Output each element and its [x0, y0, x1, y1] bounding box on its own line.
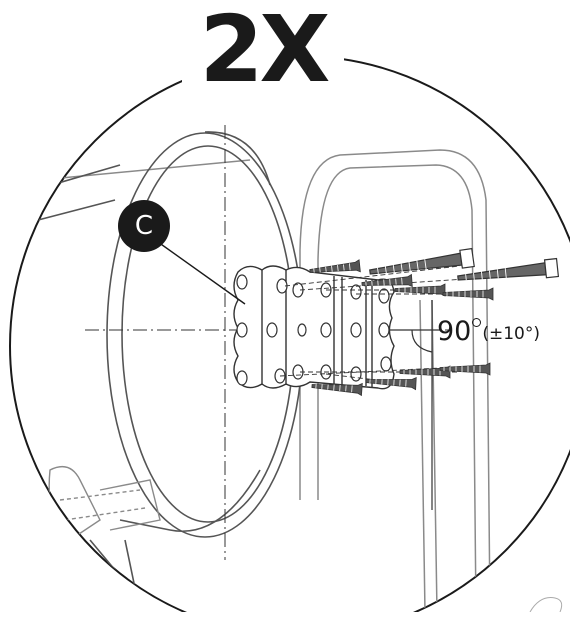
- lag-bolts: [369, 249, 559, 287]
- angle-marker: [390, 300, 440, 510]
- center-lines: [85, 125, 450, 560]
- angle-value: 90: [437, 316, 472, 347]
- hinge-bracket: [49, 467, 160, 540]
- part-label-c: C: [118, 200, 170, 252]
- degree-symbol: [472, 318, 482, 327]
- quantity-label: 2X: [199, 0, 331, 103]
- angle-tolerance: (±10°): [482, 324, 540, 344]
- part-leader: [158, 242, 245, 304]
- frame-tube: [40, 150, 490, 612]
- angle-callout: 90 (±10°): [437, 316, 540, 352]
- corner-mark: [530, 598, 562, 612]
